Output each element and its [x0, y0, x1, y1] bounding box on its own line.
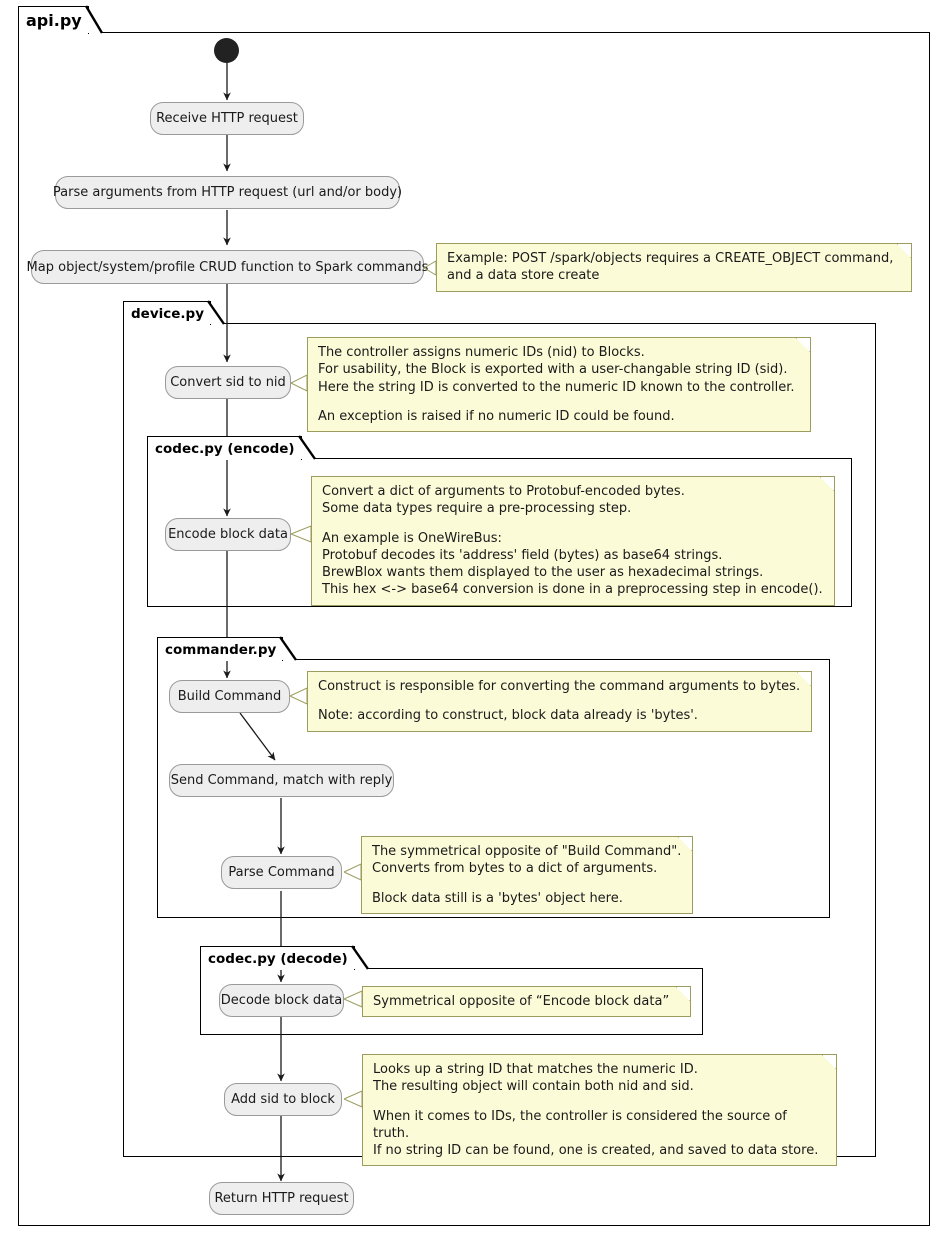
note-line: BrewBlox wants them displayed to the use…	[322, 565, 764, 581]
frame-corner-cut	[84, 4, 103, 34]
note-line: This hex <-> base64 conversion is done i…	[322, 582, 823, 598]
note-line: Block data still is a 'bytes' object her…	[372, 890, 623, 906]
frame-codec-py-decode	[200, 968, 703, 1035]
note-line: Protobuf decodes its 'address' field (by…	[322, 547, 723, 563]
activity-add-sid-to-block[interactable]: Add sid to block	[224, 1083, 342, 1116]
note-line-blank	[373, 1096, 827, 1108]
frame-label-text: codec.py (encode)	[155, 440, 295, 457]
activity-label: Encode block data	[168, 527, 288, 542]
note-line: Converts from bytes to a dict of argumen…	[372, 861, 658, 877]
frame-label-device-py: device.py	[123, 299, 225, 325]
activity-return-http-request[interactable]: Return HTTP request	[209, 1182, 354, 1215]
note-line: An example is OneWireBus:	[322, 530, 502, 546]
note-line: When it comes to IDs, the controller is …	[373, 1108, 787, 1141]
frame-api-py	[18, 32, 930, 1226]
note-line-blank	[318, 695, 802, 707]
note-line: Construct is responsible for converting …	[318, 679, 801, 694]
activity-label: Receive HTTP request	[156, 111, 298, 126]
activity-map-crud-to-spark-commands[interactable]: Map object/system/profile CRUD function …	[27, 250, 428, 284]
activity-label: Send Command, match with reply	[170, 773, 393, 788]
frame-label-text: device.py	[131, 305, 204, 322]
activity-label: Parse Command	[228, 865, 335, 880]
note-decode-block-data: Symmetrical opposite of “Encode block da…	[362, 986, 691, 1018]
note-line: The symmetrical opposite of "Build Comma…	[372, 844, 682, 859]
activity-parse-command[interactable]: Parse Command	[221, 856, 342, 889]
activity-encode-block-data[interactable]: Encode block data	[165, 518, 291, 551]
note-line: Note: according to construct, block data…	[318, 708, 698, 724]
note-line: Symmetrical opposite of “Encode block da…	[373, 994, 670, 1009]
frame-codec-py-encode	[147, 458, 852, 607]
note-line: If no string ID can be found, one is cre…	[373, 1143, 819, 1159]
activity-label: Build Command	[177, 689, 282, 704]
frame-label-commander-py: commander.py	[157, 635, 298, 661]
note-add-sid-to-block: Looks up a string ID that matches the nu…	[362, 1054, 837, 1167]
activity-receive-http-request[interactable]: Receive HTTP request	[150, 102, 304, 135]
activity-decode-block-data[interactable]: Decode block data	[219, 984, 344, 1017]
note-encode-block-data: Convert a dict of arguments to Protobuf-…	[311, 476, 835, 606]
note-line: Here the string ID is converted to the n…	[318, 379, 795, 395]
note-line: For usability, the Block is exported wit…	[318, 362, 788, 378]
activity-label: Convert sid to nid	[170, 375, 286, 390]
activity-build-command[interactable]: Build Command	[169, 680, 290, 713]
frame-label-text: api.py	[26, 11, 82, 30]
note-map-crud: Example: POST /spark/objects requires a …	[436, 243, 912, 292]
frame-label-codec-py-decode: codec.py (decode)	[200, 944, 369, 970]
activity-label: Parse arguments from HTTP request (url a…	[52, 185, 403, 200]
note-line: Convert a dict of arguments to Protobuf-…	[322, 484, 685, 499]
note-line-blank	[322, 518, 825, 530]
frame-label-text: commander.py	[165, 641, 277, 658]
note-convert-sid-to-nid: The controller assigns numeric IDs (nid)…	[307, 337, 811, 433]
note-parse-command: The symmetrical opposite of "Build Comma…	[361, 836, 693, 914]
note-line: and a data store create	[447, 268, 600, 284]
start-node	[214, 38, 239, 63]
note-line: Example: POST /spark/objects requires a …	[447, 251, 894, 266]
frame-label-codec-py-encode: codec.py (encode)	[147, 434, 316, 460]
activity-label: Decode block data	[220, 993, 343, 1008]
activity-label: Map object/system/profile CRUD function …	[26, 259, 429, 275]
note-line: An exception is raised if no numeric ID …	[318, 408, 675, 424]
activity-label: Return HTTP request	[214, 1191, 349, 1206]
frame-commander-py	[157, 659, 830, 918]
note-line: The resulting object will contain both n…	[373, 1079, 694, 1095]
activity-convert-sid-to-nid[interactable]: Convert sid to nid	[165, 366, 291, 399]
note-line: Looks up a string ID that matches the nu…	[373, 1062, 698, 1077]
frame-label-text: codec.py (decode)	[208, 950, 348, 967]
note-line-blank	[372, 878, 683, 890]
frame-label-api-py: api.py	[18, 4, 103, 34]
activity-send-command-match-reply[interactable]: Send Command, match with reply	[169, 764, 394, 797]
activity-parse-arguments[interactable]: Parse arguments from HTTP request (url a…	[52, 176, 403, 209]
note-build-command: Construct is responsible for converting …	[307, 671, 812, 732]
note-line: Some data types require a pre-processing…	[322, 501, 632, 517]
note-line-blank	[318, 396, 801, 408]
activity-label: Add sid to block	[231, 1092, 335, 1107]
note-line: The controller assigns numeric IDs (nid)…	[318, 345, 645, 360]
